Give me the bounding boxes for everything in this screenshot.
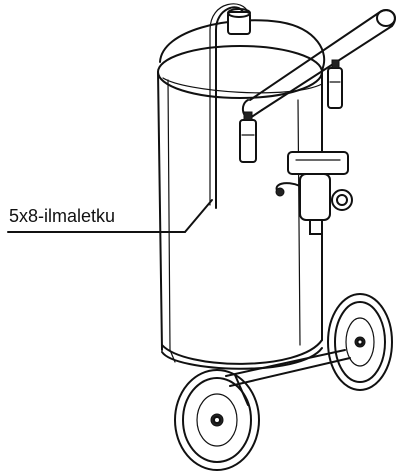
nozzle-right (327, 59, 343, 109)
tank-body (157, 19, 326, 370)
hose-callout-label: 5x8-ilmaletku (9, 206, 116, 226)
wheel-left (174, 369, 260, 471)
nozzle-left (239, 111, 257, 163)
cart-frame (169, 349, 351, 406)
top-fitting (227, 8, 251, 35)
callout-leader (7, 199, 213, 233)
wheel-right (327, 293, 393, 391)
pressure-regulator (275, 151, 353, 235)
air-hose (209, 3, 249, 209)
